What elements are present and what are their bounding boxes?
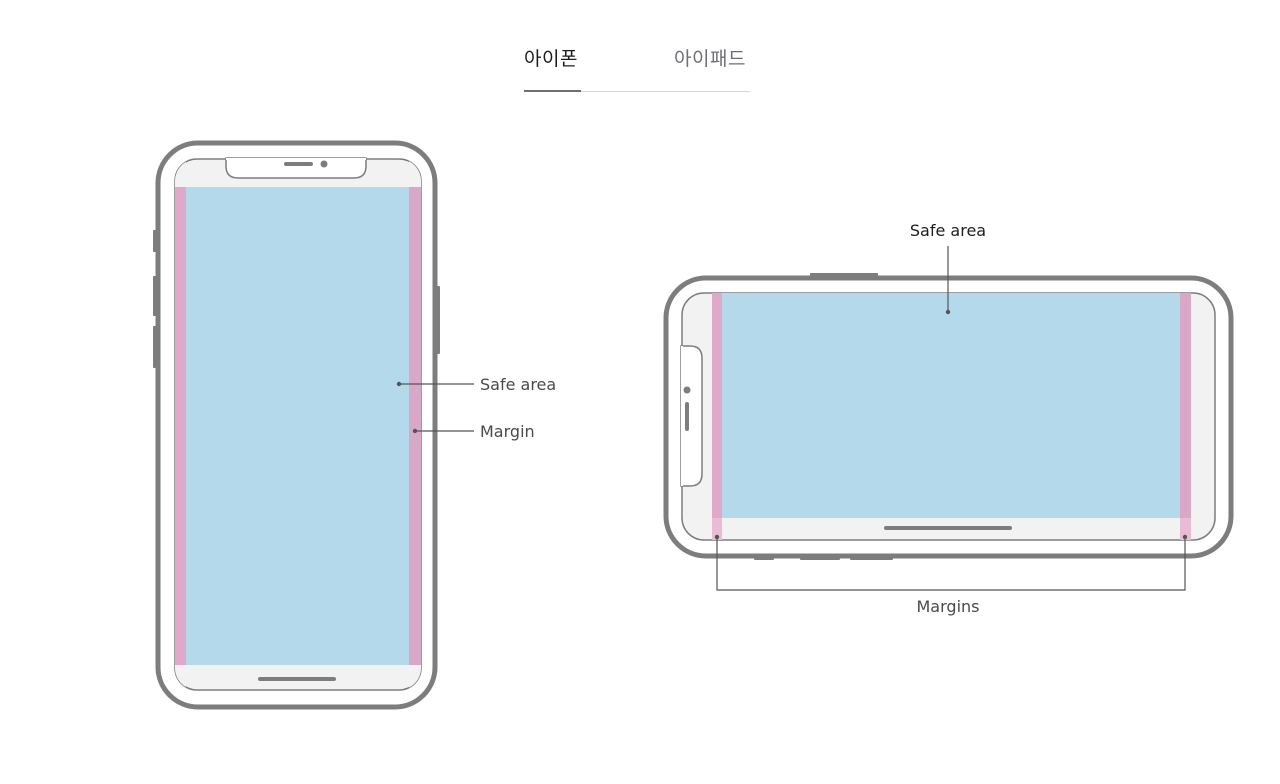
portrait-notch — [225, 157, 367, 179]
portrait-safe-area-label: Safe area — [480, 375, 556, 394]
portrait-safe-area — [186, 187, 409, 665]
active-tab-indicator — [524, 90, 581, 92]
landscape-front-camera — [683, 386, 691, 394]
landscape-home-indicator — [884, 526, 1012, 530]
landscape-safe-area-callout: Safe area — [910, 221, 986, 315]
portrait-home-indicator — [258, 677, 336, 681]
landscape-safe-area-label: Safe area — [910, 221, 986, 240]
speaker-grille — [284, 162, 313, 166]
portrait-iphone: Safe area Margin — [153, 140, 556, 710]
portrait-margin-right — [409, 159, 421, 690]
landscape-notch — [680, 345, 703, 487]
tab-iphone[interactable]: 아이폰 — [524, 48, 578, 70]
landscape-speaker-grille — [685, 402, 689, 431]
landscape-margin-left — [712, 293, 722, 540]
portrait-safe-area-callout: Safe area — [396, 375, 556, 394]
portrait-margin-label: Margin — [480, 422, 535, 441]
landscape-safe-area — [722, 293, 1180, 518]
landscape-margins-bracket: Margins — [714, 534, 1188, 616]
front-camera — [320, 160, 328, 168]
tab-ipad[interactable]: 아이패드 — [674, 48, 746, 70]
landscape-margins-label: Margins — [917, 597, 980, 616]
landscape-margin-right — [1180, 293, 1191, 540]
portrait-margin-callout: Margin — [412, 422, 535, 441]
landscape-iphone: Safe area Margins — [663, 221, 1234, 616]
portrait-margin-left — [175, 159, 186, 690]
device-tabs: 아이폰 아이패드 — [524, 40, 750, 92]
